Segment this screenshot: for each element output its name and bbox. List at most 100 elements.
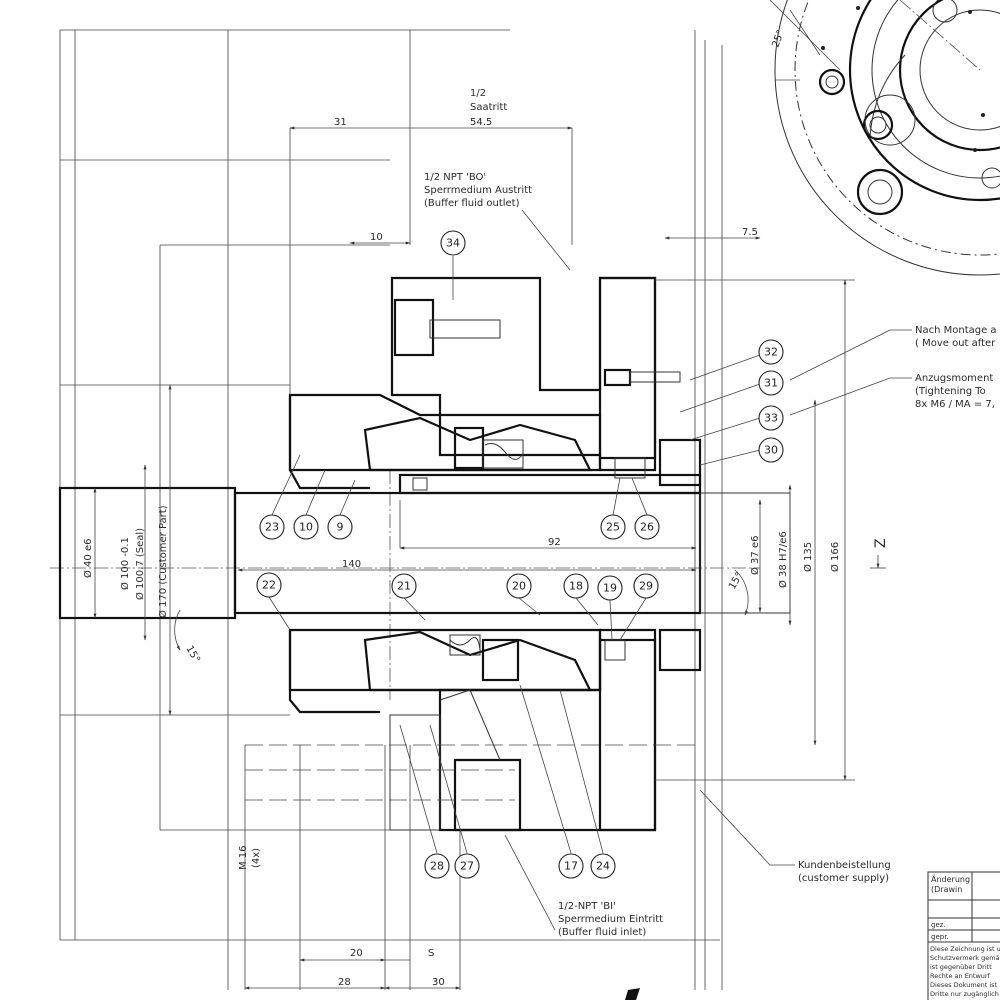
callout-label: 34 — [446, 237, 460, 250]
sastritt-fraction: 1/2 — [470, 88, 486, 99]
callout-27: 27 — [454, 853, 480, 879]
leader-lines — [268, 209, 912, 931]
anzug-note-2: (Tightening To — [915, 386, 986, 397]
callout-label: 31 — [764, 377, 778, 390]
callout-32: 32 — [758, 339, 784, 365]
dim-d166: Ø 166 — [829, 542, 841, 572]
callout-circle — [758, 339, 784, 365]
callout-circle — [293, 514, 319, 540]
dim-28: 28 — [338, 977, 351, 988]
callout-23: 23 — [259, 514, 285, 540]
flange-view — [769, 0, 1000, 276]
dim-s: S — [428, 948, 434, 959]
callout-24: 24 — [590, 853, 616, 879]
montage-note-2: ( Move out after — [915, 338, 996, 349]
callout-circle — [506, 573, 532, 599]
angle-15-left: 15° — [183, 644, 201, 665]
callout-9: 9 — [327, 514, 353, 540]
callout-label: 28 — [430, 860, 444, 873]
callout-34: 34 — [440, 230, 466, 256]
title-row-1: gez. — [931, 921, 946, 929]
callout-label: 20 — [512, 580, 526, 593]
title-small-5: Dieses Dokument ist — [930, 981, 998, 989]
housing-upper — [288, 276, 702, 495]
callout-circle — [758, 405, 784, 431]
callout-label: 25 — [606, 521, 620, 534]
housing-lower — [244, 628, 702, 990]
dim-d170: Ø 170 (Customer Part) — [157, 505, 169, 618]
callout-label: 18 — [569, 580, 583, 593]
inlet-note-2: Sperrmedium Eintritt — [558, 914, 663, 925]
callout-label: 23 — [265, 521, 279, 534]
callout-label: 10 — [299, 521, 313, 534]
angle-25: 25° — [770, 29, 786, 49]
callout-28: 28 — [424, 853, 450, 879]
inlet-note-3: (Buffer fluid inlet) — [558, 927, 646, 938]
callout-circle — [758, 370, 784, 396]
dim-31: 31 — [334, 117, 347, 128]
callout-18: 18 — [563, 573, 589, 599]
dim-140: 140 — [342, 559, 361, 570]
dim-54-5: 54.5 — [470, 117, 492, 128]
callout-circle — [256, 572, 282, 598]
angle-15-right: 15° — [727, 571, 745, 592]
edge-mark — [625, 988, 640, 1000]
dim-m16: M 16 — [238, 845, 249, 870]
dim-d40: Ø 40 e6 — [82, 539, 94, 578]
kunden-note-1: Kundenbeistellung — [798, 860, 891, 871]
title-block: Änderung (Drawin gez. gepr. Diese Zeichn… — [927, 871, 1000, 1000]
callout-circle — [558, 853, 584, 879]
callout-circle — [597, 575, 623, 601]
dim-20: 20 — [350, 948, 363, 959]
title-small-6: Dritte nur zugänglich — [930, 990, 999, 998]
dim-d38: Ø 38 H7/e6 — [777, 531, 789, 588]
title-small-2: Schutzvermerk gemäß — [930, 954, 1000, 962]
callout-circle — [259, 514, 285, 540]
kunden-note-2: (customer supply) — [798, 873, 889, 884]
callout-21: 21 — [391, 573, 417, 599]
shaft — [58, 486, 791, 620]
callout-label: 21 — [397, 580, 411, 593]
dim-92: 92 — [548, 537, 561, 548]
callout-circle — [633, 573, 659, 599]
callout-circle — [440, 230, 466, 256]
callout-label: 26 — [640, 521, 654, 534]
outlet-note-3: (Buffer fluid outlet) — [424, 198, 520, 209]
callout-17: 17 — [558, 853, 584, 879]
notes: 1/2 NPT 'BO' Sperrmedium Austritt (Buffe… — [424, 172, 997, 938]
dim-30: 30 — [432, 977, 445, 988]
callout-30: 30 — [758, 437, 784, 463]
section-z: Z — [873, 538, 889, 548]
callout-33: 33 — [758, 405, 784, 431]
dim-7-5: 7.5 — [742, 227, 758, 238]
callout-label: 19 — [603, 582, 617, 595]
callout-20: 20 — [506, 573, 532, 599]
dim-d135: Ø 135 — [802, 542, 814, 572]
outlet-note-2: Sperrmedium Austritt — [424, 185, 532, 196]
dim-d100: Ø 100 -0.1 — [119, 537, 131, 590]
callout-10: 10 — [293, 514, 319, 540]
title-row-2: gepr. — [931, 933, 949, 941]
anzug-note-3: 8x M6 / MA = 7, — [915, 399, 995, 410]
callout-19: 19 — [597, 575, 623, 601]
dimension-texts: 1/2 Saatritt 31 54.5 10 7.5 92 140 20 S … — [82, 29, 889, 988]
dimension-lines — [93, 126, 886, 990]
montage-note-1: Nach Montage a — [915, 325, 997, 336]
callout-label: 17 — [564, 860, 578, 873]
callout-label: 30 — [764, 444, 778, 457]
callout-31: 31 — [758, 370, 784, 396]
outlet-note-1: 1/2 NPT 'BO' — [424, 172, 486, 183]
callout-label: 33 — [764, 412, 778, 425]
callout-circle — [454, 853, 480, 879]
callout-circle — [424, 853, 450, 879]
callout-label: 32 — [764, 346, 778, 359]
dim-d100-seal: Ø 100.7 (Seal) — [134, 528, 146, 600]
callout-26: 26 — [634, 514, 660, 540]
callout-label: 24 — [596, 860, 610, 873]
callout-circle — [634, 514, 660, 540]
callout-label: 27 — [460, 860, 474, 873]
title-aenderung-2: (Drawin — [931, 885, 962, 894]
callout-25: 25 — [600, 514, 626, 540]
